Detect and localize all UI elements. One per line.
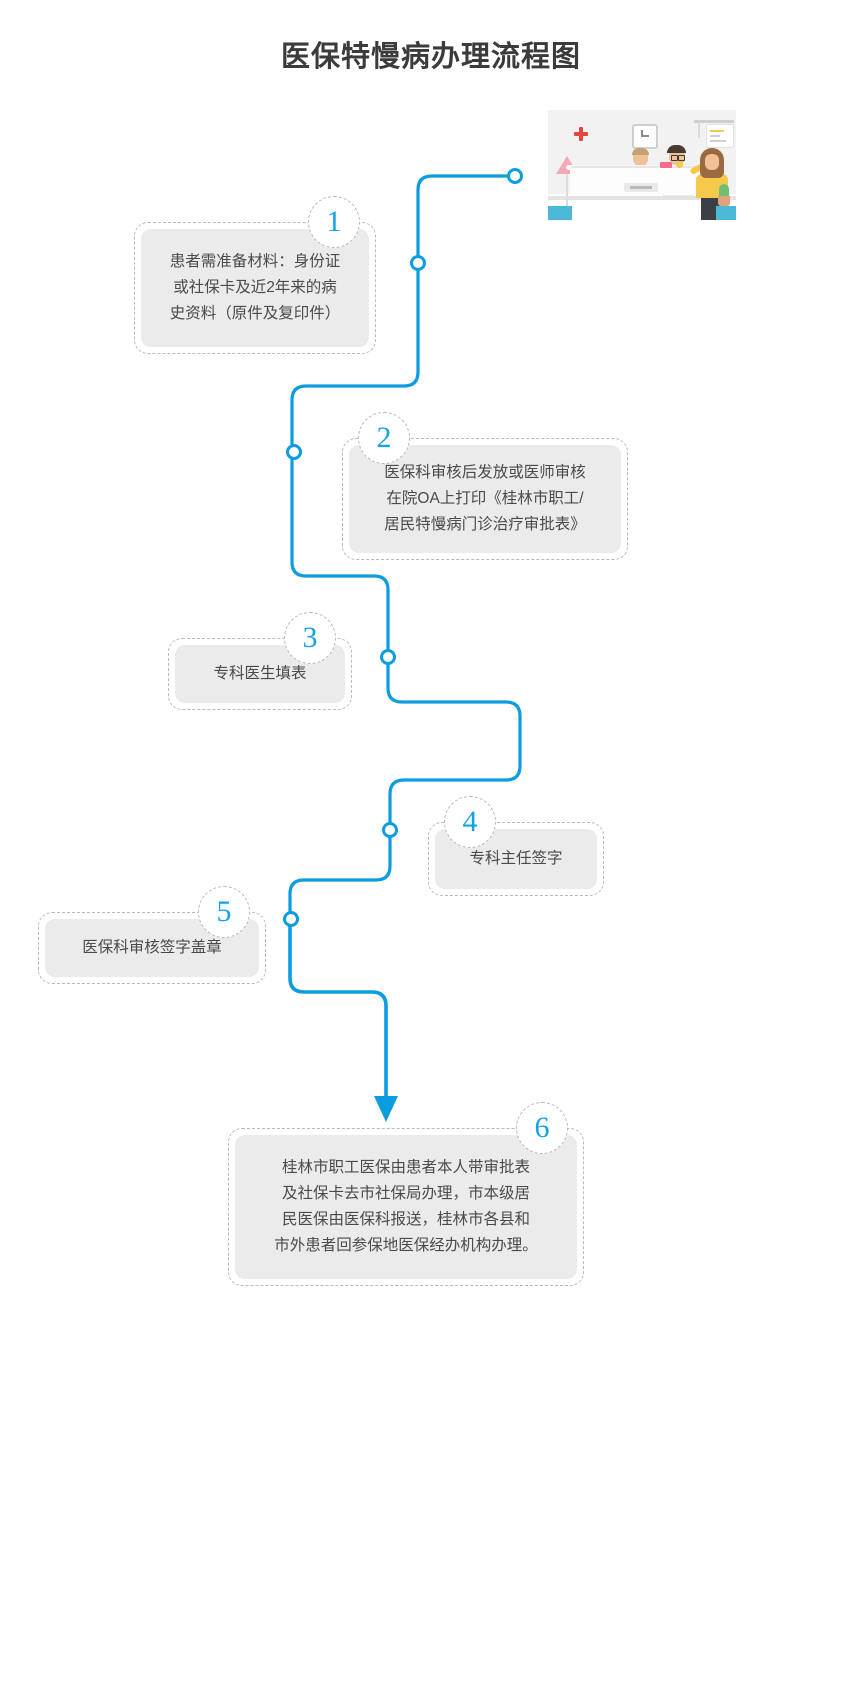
step-6-fill: [235, 1135, 577, 1279]
connector-node-step2: [286, 444, 302, 460]
connector-node-start: [507, 168, 523, 184]
step-6-number-badge: 6: [516, 1102, 568, 1154]
connector-node-step5: [283, 911, 299, 927]
connector-start-to-step1: [290, 174, 512, 454]
step-2-outline: [342, 438, 628, 560]
notice-board-line-2: [710, 135, 720, 137]
step-box-2[interactable]: 医保科审核后发放或医师审核 在院OA上打印《桂林市职工/ 居民特慢病门诊治疗审批…: [342, 412, 628, 560]
step-3-number-badge: 3: [284, 612, 336, 664]
illustration-ceiling-rail: [694, 120, 734, 123]
step-4-number-badge: 4: [444, 796, 496, 848]
connector-step3-to-step4: [386, 654, 522, 832]
doctor-one-hair: [632, 148, 649, 155]
step-box-4[interactable]: 专科主任签字 4: [428, 796, 604, 896]
hospital-reception-illustration: [548, 110, 736, 220]
doctor-two-glasses-right: [678, 155, 685, 161]
illustration-rail-drop: [698, 122, 700, 138]
desk-item-yellow: [676, 161, 683, 168]
connector-step4-to-step5: [288, 828, 392, 922]
floor-accent-left: [548, 206, 572, 220]
illustration-floor-line: [548, 196, 736, 200]
step-5-outline: [38, 912, 266, 984]
clock-hour-hand: [641, 130, 643, 137]
step-3-text: 专科医生填表: [213, 665, 307, 682]
connector-node-step4: [382, 822, 398, 838]
step-box-3[interactable]: 专科医生填表 3: [168, 612, 352, 710]
potted-plant-pot: [718, 196, 730, 206]
step-2-number-badge: 2: [358, 412, 410, 464]
step-4-text: 专科主任签字: [469, 850, 563, 867]
step-1-outline: [134, 222, 376, 354]
step-1-fill: [141, 229, 369, 347]
wall-clock-icon: [632, 124, 658, 149]
step-5-number-badge: 5: [198, 886, 250, 938]
arrowhead-to-step6: [374, 1096, 398, 1122]
desk-item-pink: [660, 162, 672, 168]
step-3-outline: [168, 638, 352, 710]
page-title: 医保特慢病办理流程图: [280, 41, 581, 73]
doctor-two-hair: [667, 145, 686, 153]
step-6-outline: [228, 1128, 584, 1286]
step-2-fill: [349, 445, 621, 553]
connector-node-step3: [380, 649, 396, 665]
connector-step1-to-step2: [290, 450, 390, 658]
counter-sign-text: [630, 186, 652, 189]
notice-board-line-1: [710, 130, 724, 132]
step-2-text: 医保科审核后发放或医师审核 在院OA上打印《桂林市职工/ 居民特慢病门诊治疗审批…: [384, 464, 586, 533]
clock-minute-hand: [642, 135, 649, 137]
floor-accent-right: [716, 206, 736, 220]
connector-node-step1: [410, 255, 426, 271]
step-5-text: 医保科审核签字盖章: [82, 939, 222, 956]
patient-face: [705, 154, 719, 170]
doctor-two-glasses-left: [671, 155, 678, 161]
step-1-text: 患者需准备材料：身份证 或社保卡及近2年来的病 史资料（原件及复印件）: [169, 253, 341, 322]
step-6-text: 桂林市职工医保由患者本人带审批表 及社保卡去市社保局办理，市本级居 民医保由医保…: [274, 1159, 538, 1254]
red-cross-icon-horizontal: [574, 132, 588, 136]
connector-step5-to-step6: [288, 918, 388, 1098]
floor-lamp-pole: [566, 174, 568, 208]
step-box-5[interactable]: 医保科审核签字盖章 5: [38, 886, 266, 984]
step-1-number-badge: 1: [308, 196, 360, 248]
notice-board-line-3: [710, 140, 726, 142]
step-4-outline: [428, 822, 604, 896]
step-box-1[interactable]: 患者需准备材料：身份证 或社保卡及近2年来的病 史资料（原件及复印件） 1: [134, 196, 376, 354]
potted-plant-leaf: [719, 184, 729, 198]
step-box-6[interactable]: 桂林市职工医保由患者本人带审批表 及社保卡去市社保局办理，市本级居 民医保由医保…: [228, 1102, 584, 1286]
